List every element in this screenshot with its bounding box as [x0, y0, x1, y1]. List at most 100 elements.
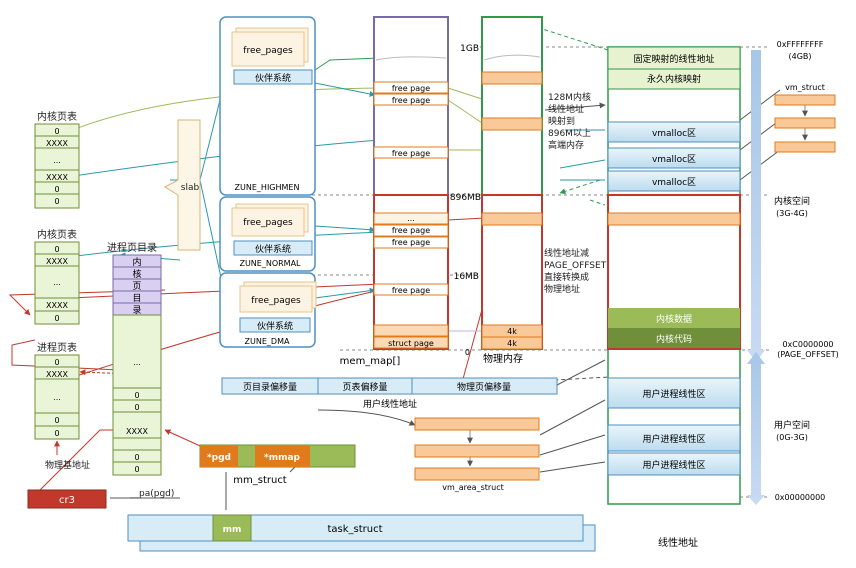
- process-page-table: 进程页表 0 XXXX ... 0 0 物理基地址: [34, 341, 90, 471]
- mem-map-column: free page free page free page ... free p…: [340, 16, 449, 367]
- zone-dma: free_pages 伙伴系统 ZUNE_DMA: [219, 272, 317, 348]
- free-pages-label: free_pages: [251, 296, 301, 306]
- addr-page-offset-sub: (PAGE_OFFSET): [777, 350, 839, 359]
- kpt-mid-row: XXXX: [46, 301, 68, 310]
- addr-top-sub: (4GB): [788, 52, 811, 61]
- task-struct: mm task_struct: [127, 514, 596, 552]
- buddy-system-label: 伙伴系统: [255, 72, 291, 84]
- phys-896mb-label: 896MB: [450, 193, 481, 203]
- phys-16mb-label: 16MB: [454, 272, 479, 282]
- free-pages-label: free_pages: [243, 46, 293, 56]
- vm-area-struct-label: vm_area_struct: [442, 483, 504, 492]
- kernel-page-table-mid: 内核页表 0 XXXX ... XXXX 0: [34, 228, 80, 325]
- pt-offset-label: 页表偏移量: [342, 381, 387, 393]
- zone-highmem: free_pages 伙伴系统 ZUNE_HIGHMEN: [219, 16, 316, 196]
- phys-1gb-label: 1GB: [460, 44, 479, 54]
- addr-top: 0xFFFFFFFF: [777, 40, 824, 49]
- kernel-pt-top-title: 内核页表: [37, 110, 77, 123]
- pgd-row: XXXX: [126, 427, 148, 436]
- kpt-top-row: XXXX: [46, 139, 68, 148]
- kernel-space-label: 内核空间: [774, 195, 810, 207]
- zone-name: ZUNE_NORMAL: [239, 259, 301, 268]
- mmap-field: *mmap: [264, 453, 301, 463]
- svg-text:直接转换成: 直接转换成: [544, 271, 589, 283]
- pgd-kernel-char: 录: [132, 305, 141, 316]
- mm-struct: *pgd *mmap mm_struct: [199, 444, 356, 486]
- ppt-row: ...: [53, 393, 61, 402]
- pgd-kernel-char: 目: [132, 293, 141, 304]
- kernel-data-label: 内核数据: [656, 313, 692, 325]
- svg-text:128M内核: 128M内核: [548, 91, 591, 103]
- process-page-directory: 进程页目录 内 核 页 目 录 ... 0 0 XXXX 0 0: [107, 242, 162, 476]
- zone-normal: free_pages 伙伴系统 ZUNE_NORMAL: [219, 196, 316, 272]
- persistent-map-label: 永久内核映射: [647, 73, 701, 85]
- user-space-range: (0G-3G): [776, 433, 808, 442]
- cr3-register: cr3 __pa(pgd): [27, 489, 174, 509]
- offset-note: 线性地址减 PAGE_OFFSET 直接转换成 物理地址: [544, 247, 607, 295]
- free-pages-label: free_pages: [243, 218, 293, 228]
- kpt-top-row: 0: [54, 127, 59, 136]
- free-page-label: free page: [392, 238, 430, 247]
- free-page-label: free page: [392, 226, 430, 235]
- vm-struct-list: vm_struct: [774, 83, 836, 153]
- svg-text:线性地址减: 线性地址减: [544, 247, 589, 259]
- linear-address-caption: 线性地址: [658, 536, 698, 549]
- user-area-label: 用户进程线性区: [642, 459, 705, 471]
- svg-text:物理地址: 物理地址: [544, 283, 580, 295]
- ppt-row: XXXX: [46, 370, 68, 379]
- kpt-top-row: ...: [53, 156, 61, 165]
- pgd-row: 0: [134, 391, 139, 400]
- pgd-offset-label: 页目录偏移量: [243, 381, 297, 393]
- user-area-label: 用户进程线性区: [642, 388, 705, 400]
- pgd-row: ...: [133, 358, 141, 367]
- vm-area-struct-list: vm_area_struct: [414, 417, 540, 492]
- vmalloc-label: vmalloc区: [652, 177, 696, 188]
- kpt-mid-row: XXXX: [46, 257, 68, 266]
- zone-name: ZUNE_DMA: [245, 337, 290, 346]
- address-axis: 0xFFFFFFFF (4GB) 内核空间 (3G-4G) 0xC0000000…: [747, 40, 839, 505]
- mem-map-dots: ...: [407, 214, 415, 223]
- kpt-top-row: 0: [54, 185, 59, 194]
- buddy-system-label: 伙伴系统: [257, 320, 293, 332]
- user-area-label: 用户进程线性区: [642, 433, 705, 445]
- buddy-system-label: 伙伴系统: [255, 243, 291, 255]
- svg-text:线性地址: 线性地址: [548, 103, 584, 115]
- phys-zero-label: 0: [465, 348, 470, 357]
- pgd-row: 0: [134, 403, 139, 412]
- process-pt-title: 进程页表: [37, 341, 77, 354]
- physical-memory-column: 4k 4k 1GB 896MB 16MB 0 物理内存: [450, 16, 543, 365]
- pgd-kernel-char: 内: [132, 256, 141, 268]
- ppt-row: 0: [54, 429, 59, 438]
- user-linear-address: 页目录偏移量 页表偏移量 物理页偏移量 用户线性地址: [221, 377, 558, 410]
- mem-map-label: mem_map[]: [340, 356, 401, 367]
- ppt-row: 0: [54, 416, 59, 425]
- highmem-note: 128M内核 线性地址 映射到 896M以上 高端内存: [548, 91, 591, 151]
- pgd-kernel-char: 页: [132, 281, 141, 292]
- pgd-row: 0: [134, 465, 139, 474]
- free-page-label: free page: [392, 84, 430, 93]
- pgd-row: 0: [134, 453, 139, 462]
- kernel-pt-mid-title: 内核页表: [37, 228, 77, 241]
- kernel-page-table-top: 内核页表 0 XXXX ... XXXX 0 0: [34, 110, 80, 209]
- svg-text:896M以上: 896M以上: [548, 128, 591, 139]
- phys-mem-label: 物理内存: [483, 352, 523, 365]
- ppt-row: 0: [54, 358, 59, 367]
- page-4k-label: 4k: [507, 327, 517, 336]
- user-space-label: 用户空间: [774, 419, 810, 431]
- svg-text:高端内存: 高端内存: [548, 139, 584, 151]
- kpt-mid-row: 0: [54, 245, 59, 254]
- free-page-label: free page: [392, 96, 430, 105]
- kernel-code-label: 内核代码: [656, 333, 692, 345]
- vmalloc-label: vmalloc区: [652, 154, 696, 165]
- vmalloc-label: vmalloc区: [652, 128, 696, 139]
- pgd-title: 进程页目录: [107, 242, 157, 254]
- linear-address-column: 固定映射的线性地址 永久内核映射 vmalloc区 vmalloc区 vmall…: [607, 46, 741, 549]
- pa-pgd-label: __pa(pgd): [129, 489, 174, 499]
- mm-field: mm: [223, 525, 242, 535]
- zone-name: ZUNE_HIGHMEN: [235, 183, 300, 192]
- vm-struct-label: vm_struct: [785, 83, 825, 92]
- page-4k-label: 4k: [507, 339, 517, 348]
- kpt-mid-row: 0: [54, 314, 59, 323]
- kpt-top-row: XXXX: [46, 173, 68, 182]
